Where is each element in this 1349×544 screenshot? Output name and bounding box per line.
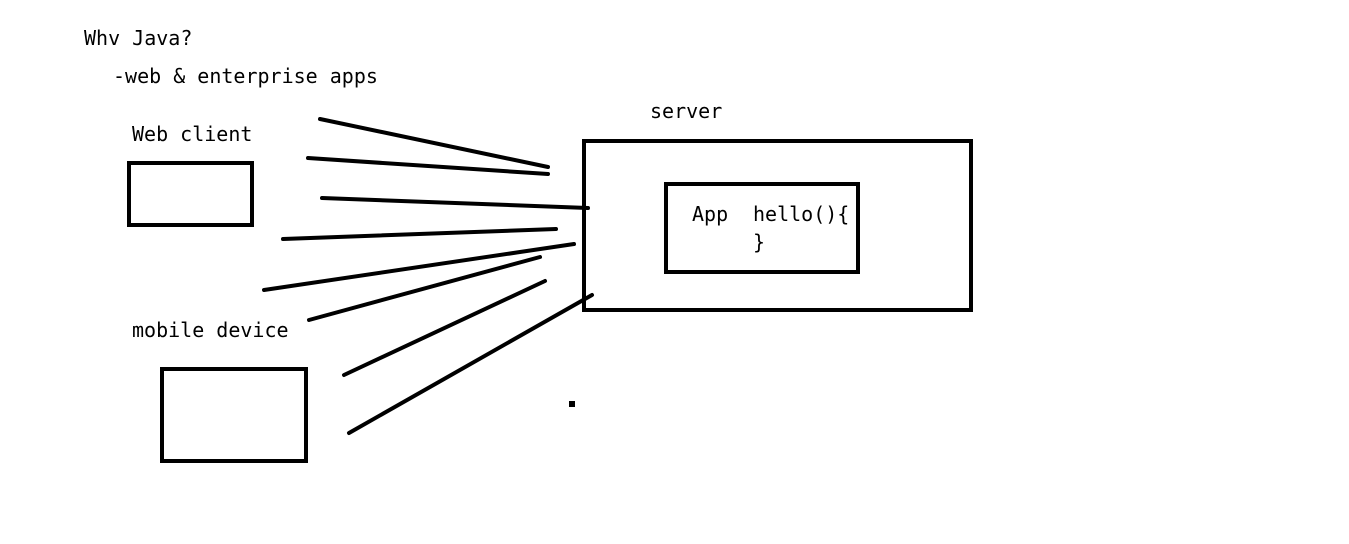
app-label: App bbox=[692, 202, 729, 226]
connection-line bbox=[262, 242, 576, 292]
app-box bbox=[664, 182, 860, 274]
server-label: server bbox=[650, 99, 723, 123]
diagram-bullet: -web & enterprise apps bbox=[113, 64, 378, 88]
connection-line bbox=[318, 117, 550, 169]
mobile-device-box bbox=[160, 367, 308, 463]
app-code-line-1: hello(){ bbox=[753, 202, 850, 226]
connection-line bbox=[347, 293, 594, 435]
diagram-title: Whv Java? bbox=[84, 26, 193, 50]
connection-line bbox=[306, 156, 550, 176]
app-code-line-2: } bbox=[753, 230, 766, 254]
connection-line bbox=[342, 279, 547, 377]
connection-line bbox=[320, 196, 590, 210]
stray-dot bbox=[569, 401, 575, 407]
server-box bbox=[582, 139, 973, 312]
web-client-label: Web client bbox=[132, 122, 253, 146]
connection-line bbox=[307, 255, 542, 322]
connection-line bbox=[281, 227, 558, 241]
web-client-box bbox=[127, 161, 254, 227]
mobile-device-label: mobile device bbox=[132, 318, 289, 342]
